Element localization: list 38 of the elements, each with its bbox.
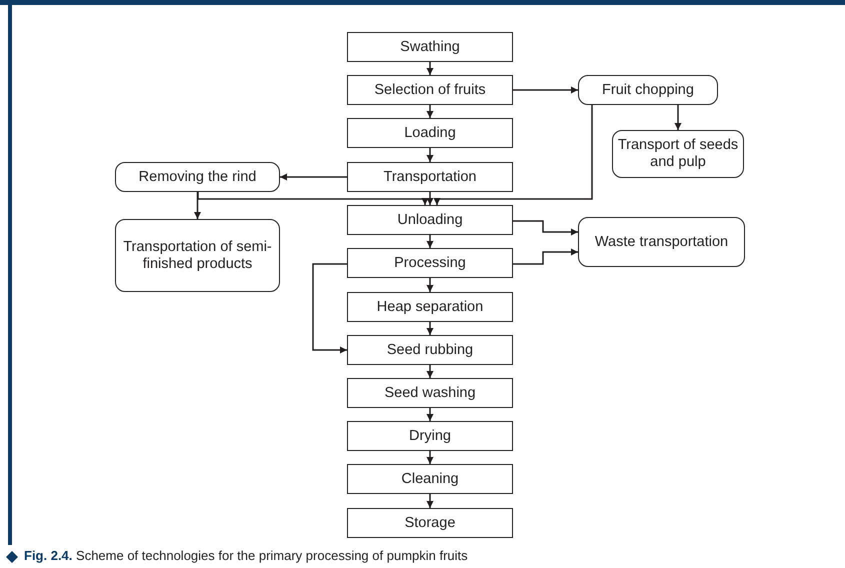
arrow bbox=[426, 494, 434, 508]
rounded-process-box: Removing the rind bbox=[115, 162, 280, 192]
figure-caption: Fig. 2.4. Scheme of technologies for the primary processing of pumpkin fruits bbox=[24, 548, 468, 563]
process-box: Seed rubbing bbox=[347, 335, 513, 365]
arrow bbox=[426, 235, 434, 248]
rounded-process-box: Transport of seeds and pulp bbox=[612, 130, 744, 178]
arrow bbox=[426, 365, 434, 378]
arrow bbox=[434, 105, 593, 205]
process-box: Heap separation bbox=[347, 292, 513, 322]
process-box: Storage bbox=[347, 508, 513, 538]
arrow bbox=[426, 192, 434, 205]
process-box: Loading bbox=[347, 118, 513, 148]
arrow bbox=[197, 192, 428, 205]
process-box: Processing bbox=[347, 248, 513, 278]
process-box: Selection of fruits bbox=[347, 75, 513, 105]
rounded-process-box: Transportation of semi-finished products bbox=[115, 219, 280, 292]
rounded-process-box: Fruit chopping bbox=[578, 75, 718, 105]
arrow bbox=[513, 220, 578, 236]
process-box: Unloading bbox=[347, 205, 513, 235]
arrow bbox=[426, 408, 434, 421]
arrow bbox=[426, 62, 434, 75]
arrow bbox=[426, 105, 434, 118]
arrow bbox=[513, 248, 578, 265]
process-box: Cleaning bbox=[347, 464, 513, 494]
process-box: Swathing bbox=[347, 32, 513, 62]
process-box: Transportation bbox=[347, 162, 513, 192]
arrow bbox=[312, 263, 347, 354]
arrow bbox=[280, 174, 347, 180]
arrow bbox=[194, 192, 201, 219]
process-box: Seed washing bbox=[347, 378, 513, 408]
arrow bbox=[426, 278, 434, 292]
process-box: Drying bbox=[347, 421, 513, 451]
rounded-process-box: Waste transportation bbox=[578, 217, 745, 267]
arrow bbox=[426, 148, 434, 162]
arrow bbox=[426, 322, 434, 335]
arrow bbox=[674, 105, 682, 130]
arrow bbox=[513, 86, 578, 94]
arrow bbox=[426, 451, 434, 464]
